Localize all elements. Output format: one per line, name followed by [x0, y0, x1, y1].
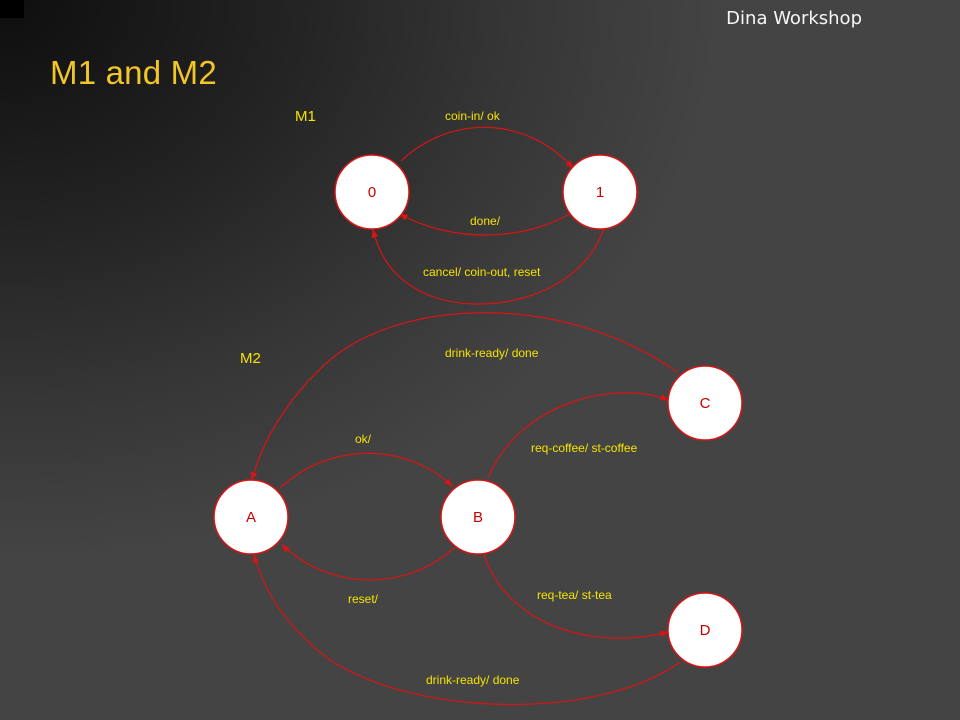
m2-state-a	[213, 479, 289, 555]
m1-label: M1	[295, 108, 316, 125]
m2-state-d-label: D	[700, 622, 711, 639]
m2-state-b-label: B	[473, 509, 483, 526]
m2-edge-b-to-d	[483, 554, 669, 639]
m2-edge-label-req-tea: req-tea/ st-tea	[537, 588, 612, 602]
corner-mark	[0, 0, 24, 18]
workshop-label: Dina Workshop	[726, 8, 862, 29]
m1-edge-label-done: done/	[470, 214, 501, 228]
m2-state-b	[440, 479, 516, 555]
m1-edge-label-coin-in: coin-in/ ok	[445, 109, 501, 123]
m1-edge-0-to-1	[400, 126, 574, 169]
m1-edge-1-to-0	[399, 213, 571, 236]
m2-state-a-label: A	[246, 509, 256, 526]
m2-state-d	[667, 592, 743, 668]
m2-edge-a-to-b	[279, 452, 453, 489]
m2-edge-b-to-a	[281, 544, 455, 581]
m2-state-c	[667, 365, 743, 441]
m1-state-1-label: 1	[596, 184, 604, 201]
m2-edge-label-req-coffee: req-coffee/ st-coffee	[531, 441, 638, 455]
m2-edge-c-to-a	[250, 312, 678, 481]
m2-edge-label-drink-ready-c: drink-ready/ done	[445, 346, 539, 360]
m2-state-c-label: C	[700, 395, 711, 412]
m2-edge-label-drink-ready-d: drink-ready/ done	[426, 673, 520, 687]
m1-state-0-label: 0	[368, 184, 376, 201]
slide-title: M1 and M2	[50, 54, 217, 91]
m2-edge-d-to-a	[252, 554, 681, 706]
m1-edge-1-to-0-cancel	[371, 227, 605, 305]
m1-state-1	[562, 154, 638, 230]
m2-edge-label-ok: ok/	[355, 432, 372, 446]
m1-state-0	[334, 154, 410, 230]
m1-edge-label-cancel: cancel/ coin-out, reset	[423, 265, 541, 279]
m2-label: M2	[240, 350, 261, 367]
m2-edge-b-to-c	[487, 392, 669, 479]
m2-edge-label-reset: reset/	[348, 592, 379, 606]
